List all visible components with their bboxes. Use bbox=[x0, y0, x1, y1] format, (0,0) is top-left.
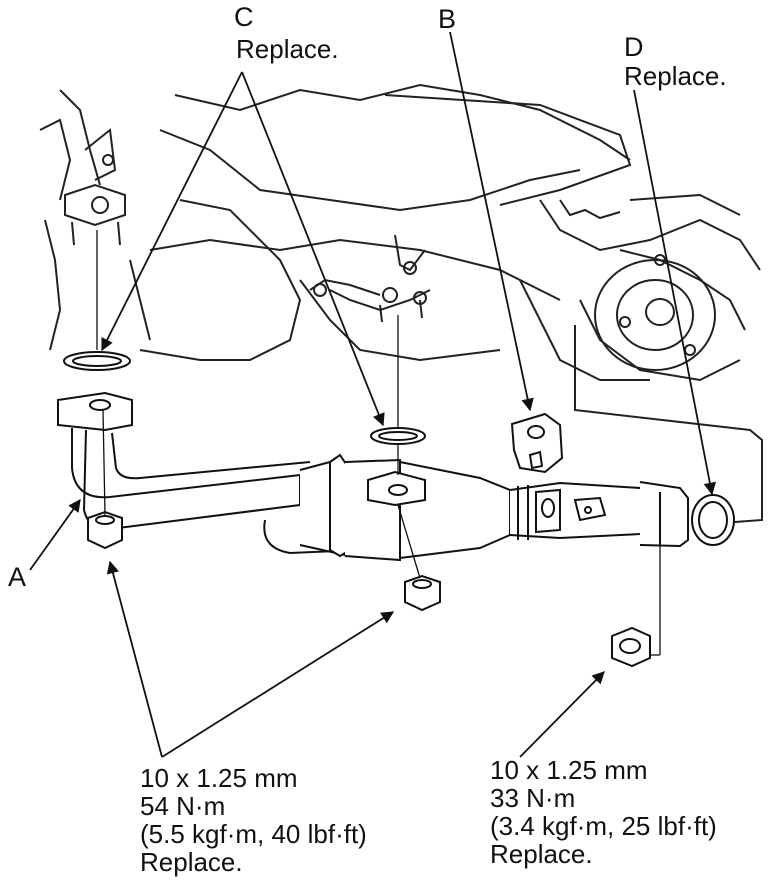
gasket-d bbox=[691, 494, 735, 546]
mount-rubber-b bbox=[510, 412, 564, 474]
callout-d-note: Replace. bbox=[624, 61, 727, 91]
callout-d-letter: D bbox=[624, 32, 644, 62]
torque-spec-left-torque: 54 N·m bbox=[140, 791, 226, 821]
exhaust-pipe-assembly bbox=[57, 391, 689, 562]
torque-spec-right-note: Replace. bbox=[490, 839, 593, 869]
flange-nut-left bbox=[87, 510, 123, 550]
torque-spec-right-torque-alt: (3.4 kgf·m, 25 lbf·ft) bbox=[490, 811, 717, 841]
gasket-c-middle bbox=[370, 427, 426, 445]
torque-spec-right-torque: 33 N·m bbox=[490, 783, 576, 813]
torque-spec-left-note: Replace. bbox=[140, 847, 243, 877]
gasket-c-left bbox=[63, 351, 131, 371]
torque-spec-left: 10 x 1.25 mm 54 N·m (5.5 kgf·m, 40 lbf·f… bbox=[140, 764, 367, 876]
callout-c-letter: C bbox=[234, 2, 254, 32]
flange-nut-middle bbox=[404, 574, 441, 612]
callout-b-letter: B bbox=[438, 4, 457, 34]
torque-spec-right: 10 x 1.25 mm 33 N·m (3.4 kgf·m, 25 lbf·f… bbox=[490, 756, 717, 868]
alignment-guides bbox=[96, 230, 661, 656]
flange-nut-right bbox=[611, 626, 651, 668]
torque-spec-left-torque-alt: (5.5 kgf·m, 40 lbf·ft) bbox=[140, 819, 367, 849]
leader-lines bbox=[29, 31, 717, 758]
torque-spec-left-size: 10 x 1.25 mm bbox=[140, 763, 298, 793]
callout-a-letter: A bbox=[8, 562, 27, 592]
torque-spec-right-size: 10 x 1.25 mm bbox=[490, 755, 648, 785]
callout-c-note: Replace. bbox=[236, 34, 339, 64]
vehicle-background bbox=[39, 83, 763, 523]
